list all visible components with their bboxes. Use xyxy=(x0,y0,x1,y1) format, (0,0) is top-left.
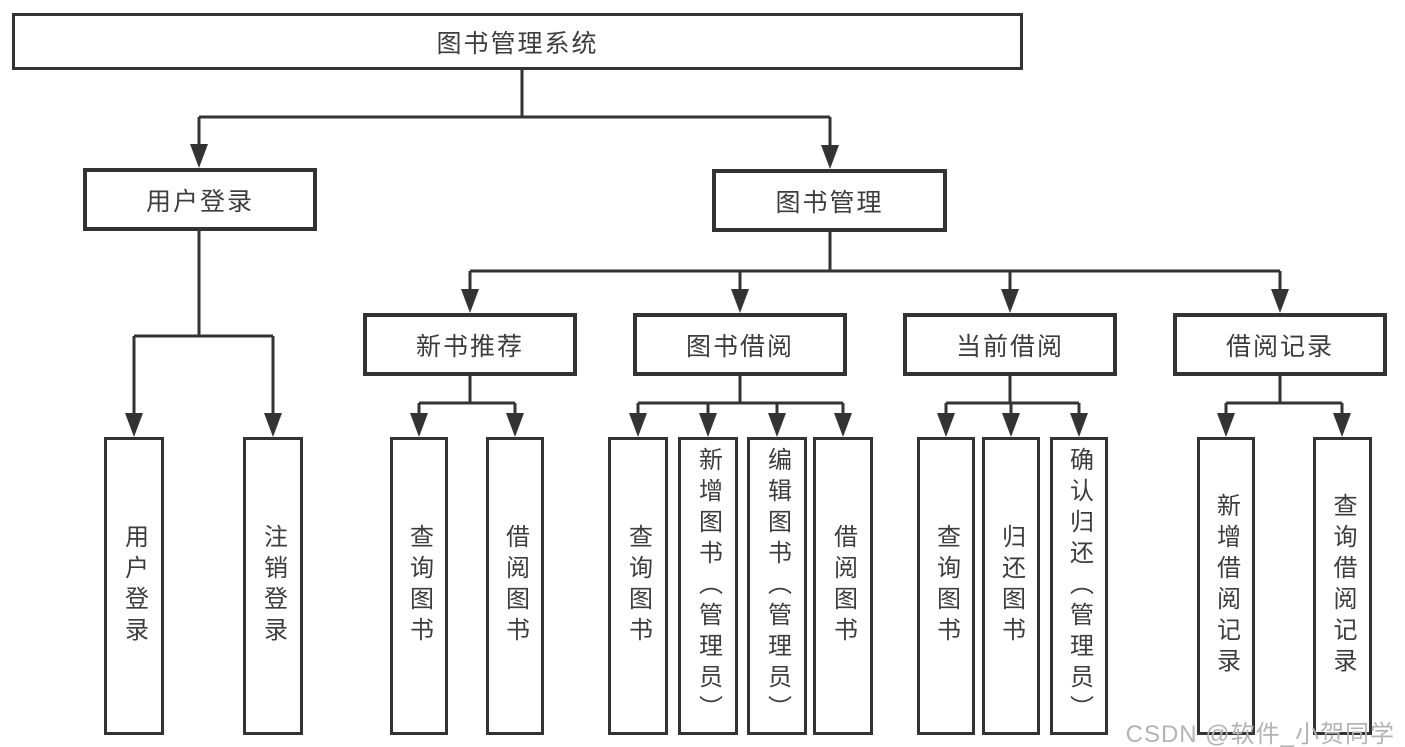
leaf-edit-books-admin: 编辑图书（管理员） xyxy=(747,437,807,735)
leaf-label: 编辑图书（管理员） xyxy=(763,446,791,726)
node-label: 图书管理 xyxy=(775,188,884,217)
leaf-user-login: 用户登录 xyxy=(104,437,164,735)
leaf-label: 新增图书（管理员） xyxy=(694,446,722,726)
leaf-label: 查询图书 xyxy=(405,524,433,648)
leaf-label: 新增借阅记录 xyxy=(1212,493,1240,679)
leaf-label: 注销登录 xyxy=(259,524,287,648)
node-book-borrowing: 图书借阅 xyxy=(633,313,847,376)
leaf-add-borrow-record: 新增借阅记录 xyxy=(1197,437,1255,735)
leaf-label: 确认归还（管理员） xyxy=(1065,446,1093,726)
node-current-borrowing: 当前借阅 xyxy=(903,313,1117,376)
leaf-borrow-books: 借阅图书 xyxy=(813,437,873,735)
leaf-label: 归还图书 xyxy=(997,524,1025,648)
node-user-login: 用户登录 xyxy=(83,168,317,231)
leaf-query-books-recommend: 查询图书 xyxy=(390,437,448,735)
leaf-label: 借阅图书 xyxy=(829,524,857,648)
leaf-add-books-admin: 新增图书（管理员） xyxy=(678,437,738,735)
leaf-logout: 注销登录 xyxy=(243,437,303,735)
leaf-return-books: 归还图书 xyxy=(982,437,1040,735)
node-label: 借阅记录 xyxy=(1225,332,1334,361)
node-label: 图书借阅 xyxy=(685,332,794,361)
node-borrowing-records: 借阅记录 xyxy=(1173,313,1387,376)
node-label: 图书管理系统 xyxy=(436,29,599,58)
leaf-label: 用户登录 xyxy=(120,524,148,648)
leaf-label: 查询图书 xyxy=(624,524,652,648)
leaf-query-books-current: 查询图书 xyxy=(917,437,975,735)
leaf-confirm-return-admin: 确认归还（管理员） xyxy=(1050,437,1108,735)
node-label: 新书推荐 xyxy=(415,332,524,361)
node-label: 用户登录 xyxy=(145,187,254,216)
leaf-label: 查询图书 xyxy=(932,524,960,648)
node-new-book-recommendation: 新书推荐 xyxy=(363,313,577,376)
leaf-query-borrow-record: 查询借阅记录 xyxy=(1313,437,1372,735)
leaf-borrow-books-recommend: 借阅图书 xyxy=(486,437,544,735)
node-book-management: 图书管理 xyxy=(712,169,947,232)
leaf-label: 借阅图书 xyxy=(501,524,529,648)
node-label: 当前借阅 xyxy=(955,332,1064,361)
leaf-query-books-borrow: 查询图书 xyxy=(608,437,668,735)
node-library-management-system: 图书管理系统 xyxy=(12,13,1023,70)
leaf-label: 查询借阅记录 xyxy=(1329,493,1356,679)
